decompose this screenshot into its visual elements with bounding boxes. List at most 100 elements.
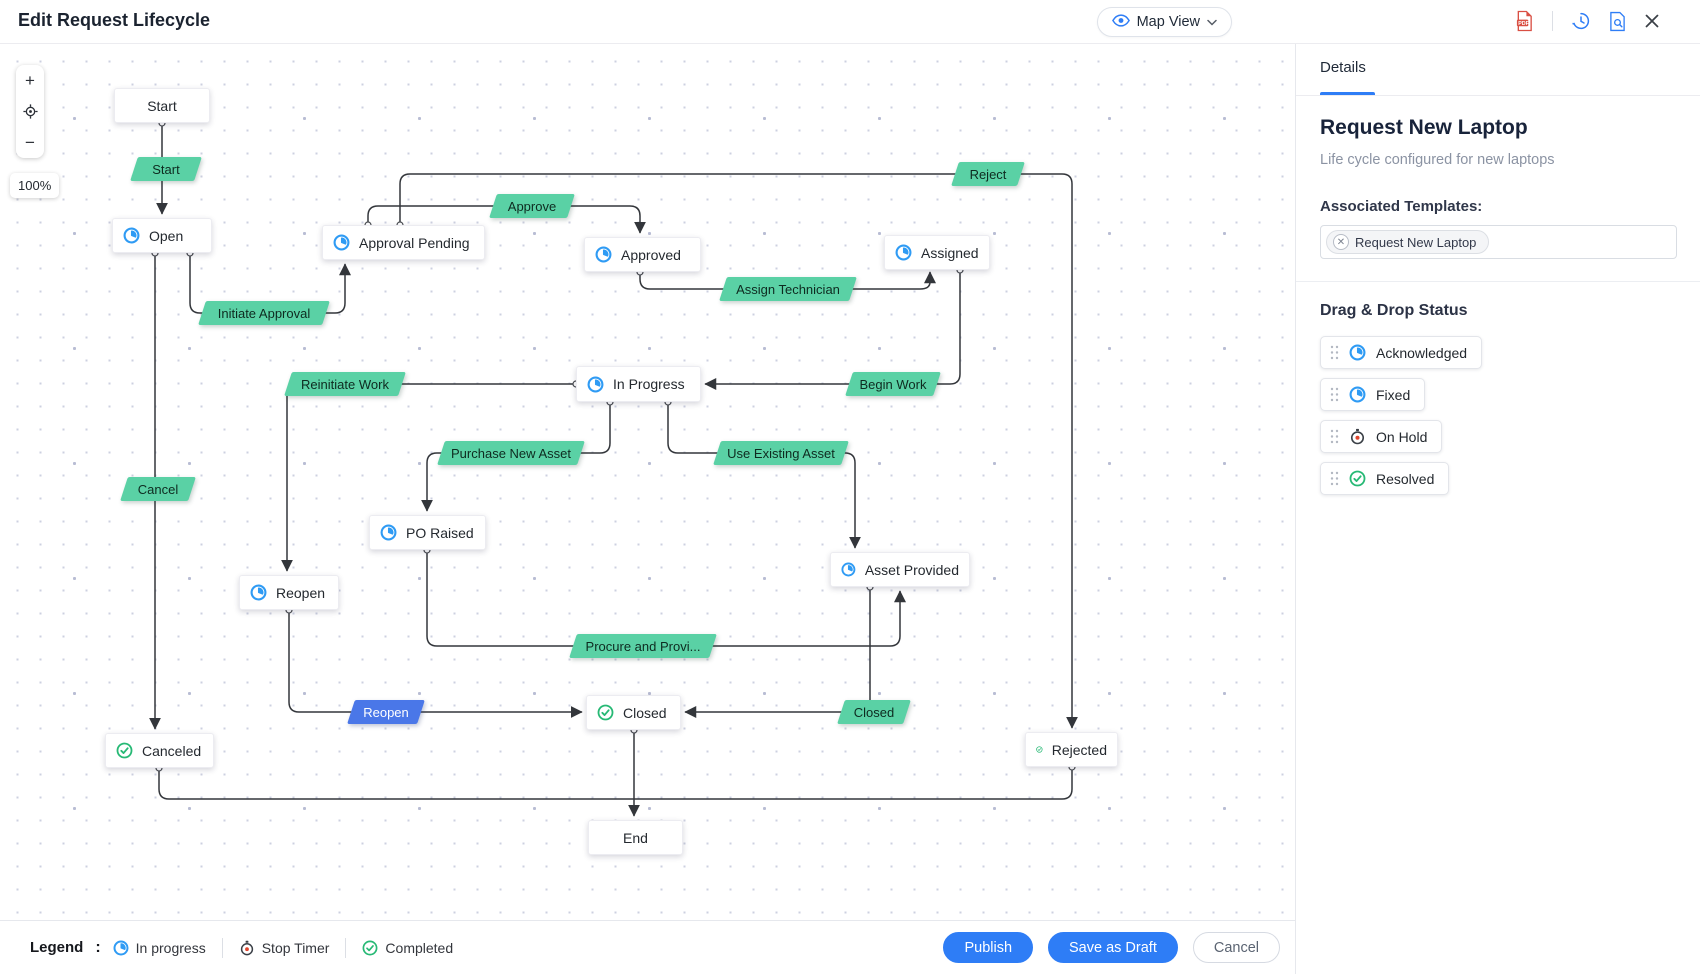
eye-icon <box>1111 13 1130 31</box>
transition-label-text: Purchase New Asset <box>451 445 571 461</box>
drag-handle-icon <box>1330 429 1339 444</box>
status-node-label: Canceled <box>142 742 202 759</box>
divider <box>1552 11 1553 31</box>
transition-label-text: Initiate Approval <box>217 305 311 321</box>
stop-timer-icon <box>240 940 253 955</box>
zoom-level-badge: 100% <box>10 173 60 198</box>
status-node-closed[interactable]: Closed <box>586 695 681 730</box>
top-bar: Edit Request Lifecycle Map View PDF <box>0 0 1700 44</box>
transition-label-text: Reopen <box>363 704 409 720</box>
status-node-approved[interactable]: Approved <box>584 237 701 272</box>
transition-label-assign-technician[interactable]: Assign Technician <box>723 277 853 301</box>
status-node-label: End <box>623 829 648 846</box>
completed-icon <box>597 704 614 721</box>
page-title: Edit Request Lifecycle <box>18 10 211 30</box>
zoom-in-button[interactable]: + <box>16 65 44 96</box>
tab-details[interactable]: Details <box>1320 59 1366 76</box>
template-chip: ✕ Request New Laptop <box>1326 230 1490 254</box>
chevron-down-icon <box>1207 14 1217 30</box>
transition-label-reopen[interactable]: Reopen <box>351 700 421 724</box>
transition-label-text: Start <box>152 161 180 177</box>
in-progress-icon <box>1349 344 1366 361</box>
status-node-approval-pending[interactable]: Approval Pending <box>322 225 485 260</box>
transition-label-text: Cancel <box>137 481 179 497</box>
legend-item-in-progress: In progress <box>113 940 206 956</box>
transition-label-use-existing-asset[interactable]: Use Existing Asset <box>717 441 845 465</box>
transition-label-reject[interactable]: Reject <box>955 162 1021 186</box>
completed-icon <box>116 742 133 759</box>
status-node-po-raised[interactable]: PO Raised <box>369 515 486 550</box>
draggable-status-acknowledged[interactable]: Acknowledged <box>1320 336 1483 369</box>
associated-templates-field[interactable]: ✕ Request New Laptop <box>1320 225 1677 259</box>
stop-timer-icon <box>1350 428 1365 445</box>
completed-icon <box>1349 470 1366 487</box>
transition-label-approve[interactable]: Approve <box>493 194 571 218</box>
status-node-asset-provided[interactable]: Asset Provided <box>830 552 970 587</box>
legend-label: Legend <box>30 939 84 956</box>
status-node-end[interactable]: End <box>588 820 683 855</box>
transition-label-begin-work[interactable]: Begin Work <box>849 372 937 396</box>
in-progress-icon <box>895 244 912 261</box>
status-node-start[interactable]: Start <box>114 88 210 123</box>
status-node-label: Asset Provided <box>864 561 959 578</box>
transition-label-cancel[interactable]: Cancel <box>124 477 192 501</box>
draggable-status-fixed[interactable]: Fixed <box>1320 378 1426 411</box>
status-node-in-progress[interactable]: In Progress <box>576 366 701 402</box>
history-icon[interactable] <box>1571 11 1591 31</box>
transition-label-reinitiate-work[interactable]: Reinitiate Work <box>288 372 402 396</box>
publish-button[interactable]: Publish <box>943 932 1034 963</box>
status-node-reopen[interactable]: Reopen <box>239 575 339 610</box>
drag-handle-icon <box>1330 471 1339 486</box>
tab-active-indicator <box>1320 92 1375 95</box>
drag-handle-icon <box>1330 387 1339 402</box>
transition-label-initiate-approval[interactable]: Initiate Approval <box>202 301 326 325</box>
lifecycle-title: Request New Laptop <box>1320 116 1528 139</box>
in-progress-icon <box>1349 386 1366 403</box>
transition-label-purchase-new-asset[interactable]: Purchase New Asset <box>441 441 581 465</box>
transition-label-text: Approve <box>507 198 557 214</box>
pdf-export-icon[interactable]: PDF <box>1515 10 1534 32</box>
divider <box>1296 281 1700 282</box>
legend-item-label: Stop Timer <box>261 939 330 956</box>
template-chip-label: Request New Laptop <box>1355 234 1477 250</box>
draggable-status-on-hold[interactable]: On Hold <box>1320 420 1443 453</box>
fit-view-button[interactable] <box>16 96 44 127</box>
draggable-status-label: Acknowledged <box>1376 344 1468 361</box>
transition-label-procure-and-provi[interactable]: Procure and Provi... <box>573 634 713 658</box>
transition-label-closed[interactable]: Closed <box>841 700 907 724</box>
status-node-label: Start <box>147 97 177 114</box>
cancel-button[interactable]: Cancel <box>1192 932 1280 963</box>
status-node-canceled[interactable]: Canceled <box>105 733 214 768</box>
draggable-status-resolved[interactable]: Resolved <box>1320 462 1450 495</box>
draggable-status-label: On Hold <box>1376 428 1428 445</box>
svg-text:PDF: PDF <box>1518 21 1529 27</box>
in-progress-icon <box>587 376 604 392</box>
in-progress-icon <box>380 524 397 541</box>
transition-label-text: Procure and Provi... <box>585 638 701 654</box>
zoom-out-button[interactable]: − <box>16 127 44 158</box>
map-view-dropdown[interactable]: Map View <box>1096 7 1232 37</box>
drag-drop-status-label: Drag & Drop Status <box>1320 302 1468 319</box>
close-icon[interactable] <box>1644 13 1660 29</box>
sidebar-tabrow: Details <box>1296 44 1700 96</box>
status-node-label: Rejected <box>1051 741 1107 758</box>
save-as-draft-button[interactable]: Save as Draft <box>1048 932 1178 963</box>
document-search-icon[interactable] <box>1609 11 1626 32</box>
status-node-assigned[interactable]: Assigned <box>884 235 990 270</box>
status-node-rejected[interactable]: Rejected <box>1025 732 1118 767</box>
in-progress-icon <box>595 246 612 263</box>
status-node-label: Open <box>149 227 184 244</box>
legend-item-stop-timer: Stop Timer <box>239 939 330 956</box>
completed-icon <box>1036 746 1043 753</box>
in-progress-icon <box>333 234 350 251</box>
legend-item-label: In progress <box>135 939 206 956</box>
details-panel: Details Request New Laptop Life cycle co… <box>1295 44 1700 974</box>
transition-label-start[interactable]: Start <box>134 157 198 181</box>
in-progress-icon <box>841 562 856 577</box>
status-node-open[interactable]: Open <box>112 218 212 253</box>
remove-template-icon[interactable]: ✕ <box>1333 234 1349 250</box>
